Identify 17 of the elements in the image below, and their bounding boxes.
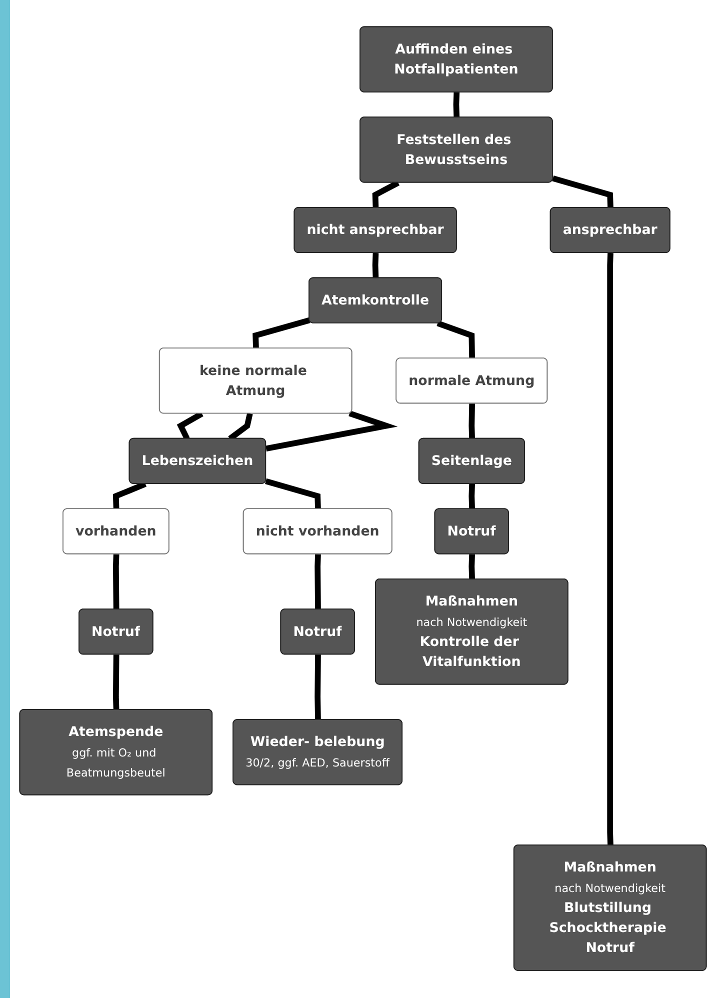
connector bbox=[468, 484, 475, 510]
connector bbox=[453, 92, 460, 118]
connector bbox=[372, 253, 379, 279]
connector bbox=[372, 180, 400, 208]
connector bbox=[112, 655, 120, 710]
connector bbox=[112, 554, 120, 610]
connector bbox=[314, 655, 321, 720]
connector bbox=[264, 478, 321, 510]
connector bbox=[314, 554, 321, 610]
connector bbox=[176, 412, 204, 440]
connector bbox=[607, 253, 614, 846]
connector bbox=[266, 411, 398, 452]
connector bbox=[468, 404, 475, 440]
connector bbox=[112, 482, 147, 510]
connector bbox=[252, 318, 310, 349]
connector bbox=[552, 176, 614, 208]
connector bbox=[468, 554, 475, 580]
